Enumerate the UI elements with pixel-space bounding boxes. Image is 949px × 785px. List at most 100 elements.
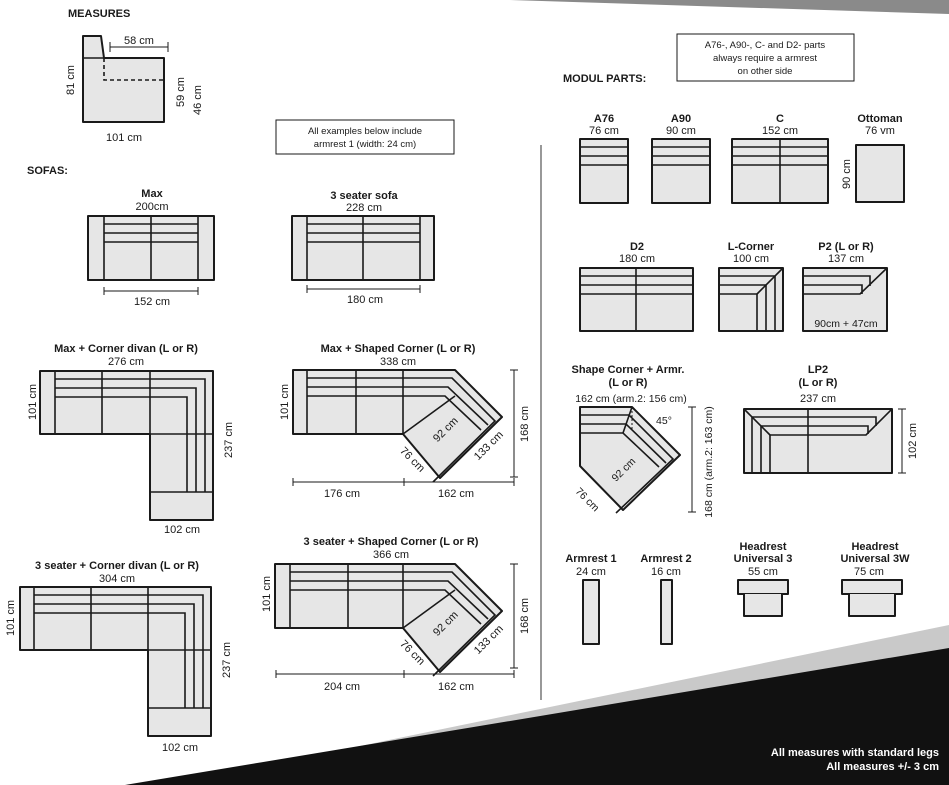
shape-corner-76: 76 cm — [573, 486, 602, 515]
max-divan-shape — [39, 370, 214, 521]
ottoman-size: 76 vm — [865, 125, 895, 137]
a76-size: 76 cm — [589, 125, 619, 137]
max-divan-title: Max + Corner divan (L or R) — [54, 343, 198, 355]
shape-corner-size: 162 cm (arm.2: 156 cm) — [575, 393, 686, 405]
shape-corner-side: 168 cm (arm.2: 163 cm) — [703, 406, 715, 517]
l-corner-size: 100 cm — [733, 253, 769, 265]
armrest2-shape — [660, 579, 673, 645]
measure-101: 101 cm — [106, 132, 142, 144]
d2-size: 180 cm — [619, 253, 655, 265]
armrest-note-box — [275, 119, 455, 155]
parts-note-line1: A76-, A90-, C- and D2- parts — [705, 40, 826, 51]
max-divan-left: 101 cm — [27, 384, 39, 420]
three-seater-size: 228 cm — [346, 202, 382, 214]
c-shape — [731, 138, 829, 204]
bottom-band-dark — [125, 648, 949, 785]
headrest3-title1: Headrest — [739, 541, 786, 553]
d2-shape — [579, 267, 694, 332]
max-shaped-b1: 176 cm — [324, 488, 360, 500]
shape-corner-angle: 45° — [656, 415, 672, 427]
three-shaped-b2: 162 cm — [438, 681, 474, 693]
armrest-note-line1: All examples below include — [308, 126, 422, 137]
three-seater-title: 3 seater sofa — [330, 190, 398, 202]
ottoman-side: 90 cm — [841, 159, 853, 189]
c-title: C — [776, 113, 784, 125]
three-divan-title: 3 seater + Corner divan (L or R) — [35, 560, 199, 572]
parts-note-line2: always require a armrest — [713, 53, 817, 64]
headrest3-title2: Universal 3 — [734, 553, 793, 565]
max-divan-bottom: 102 cm — [164, 524, 200, 536]
three-divan-right: 237 cm — [221, 642, 233, 678]
parts-note-box — [676, 33, 855, 82]
max-title: Max — [141, 188, 163, 200]
measures-sofa-profile — [82, 35, 165, 123]
lp2-title1: LP2 — [808, 364, 828, 376]
shape-corner-title1: Shape Corner + Armr. — [572, 364, 685, 376]
headrest3w-title2: Universal 3W — [840, 553, 910, 565]
max-shaped-shape — [292, 369, 503, 483]
top-band — [510, 0, 949, 14]
parts-note-line3: on other side — [738, 66, 793, 77]
p2-size: 137 cm — [828, 253, 864, 265]
three-divan-size: 304 cm — [99, 573, 135, 585]
ottoman-title: Ottoman — [857, 113, 903, 125]
headrest3w-shape — [841, 579, 903, 617]
p2-title: P2 (L or R) — [818, 241, 874, 253]
max-sofa-shape — [87, 215, 215, 281]
l-corner-title: L-Corner — [728, 241, 775, 253]
footer-line2: All measures +/- 3 cm — [826, 761, 939, 773]
three-shaped-title: 3 seater + Shaped Corner (L or R) — [304, 536, 479, 548]
measure-81: 81 cm — [65, 65, 77, 95]
a90-size: 90 cm — [666, 125, 696, 137]
max-dim: 152 cm — [134, 296, 170, 308]
p2-shape — [802, 267, 888, 332]
max-divan-size: 276 cm — [108, 356, 144, 368]
three-shaped-b1: 204 cm — [324, 681, 360, 693]
three-divan-left: 101 cm — [5, 600, 17, 636]
c-size: 152 cm — [762, 125, 798, 137]
armrest1-title: Armrest 1 — [565, 553, 616, 565]
armrest1-shape — [582, 579, 600, 645]
measure-58: 58 cm — [124, 35, 154, 47]
max-shaped-left: 101 cm — [279, 384, 291, 420]
modul-parts-heading: MODUL PARTS: — [563, 73, 646, 85]
three-shaped-right: 168 cm — [519, 598, 531, 634]
shape-corner-shape — [579, 406, 681, 514]
headrest3-size: 55 cm — [748, 566, 778, 578]
max-shaped-size: 338 cm — [380, 356, 416, 368]
lp2-side: 102 cm — [907, 423, 919, 459]
max-divan-right: 237 cm — [223, 422, 235, 458]
footer-line1: All measures with standard legs — [771, 747, 939, 759]
max-shaped-b2: 162 cm — [438, 488, 474, 500]
three-divan-bottom: 102 cm — [162, 742, 198, 754]
lp2-size: 237 cm — [800, 393, 836, 405]
shape-corner-title2: (L or R) — [609, 377, 648, 389]
lp2-shape — [743, 408, 893, 474]
a90-title: A90 — [671, 113, 691, 125]
three-shaped-size: 366 cm — [373, 549, 409, 561]
max-size: 200cm — [135, 201, 168, 213]
armrest1-size: 24 cm — [576, 566, 606, 578]
d2-title: D2 — [630, 241, 644, 253]
armrest2-title: Armrest 2 — [640, 553, 691, 565]
three-seater-shape — [291, 215, 435, 281]
a76-shape — [579, 138, 629, 204]
three-divan-shape — [19, 586, 212, 737]
a90-shape — [651, 138, 711, 204]
measures-heading: MEASURES — [68, 8, 130, 20]
three-shaped-left: 101 cm — [261, 576, 273, 612]
headrest3-shape — [737, 579, 789, 617]
headrest3w-title1: Headrest — [851, 541, 898, 553]
p2-inner: 90cm + 47cm — [814, 318, 878, 330]
lp2-title2: (L or R) — [799, 377, 838, 389]
three-seater-dim: 180 cm — [347, 294, 383, 306]
max-shaped-right: 168 cm — [519, 406, 531, 442]
headrest3w-size: 75 cm — [854, 566, 884, 578]
max-shaped-title: Max + Shaped Corner (L or R) — [321, 343, 476, 355]
measure-59: 59 cm — [175, 77, 187, 107]
armrest2-size: 16 cm — [651, 566, 681, 578]
sofas-heading: SOFAS: — [27, 165, 68, 177]
armrest-note-line2: armrest 1 (width: 24 cm) — [314, 139, 416, 150]
ottoman-shape — [855, 144, 905, 203]
